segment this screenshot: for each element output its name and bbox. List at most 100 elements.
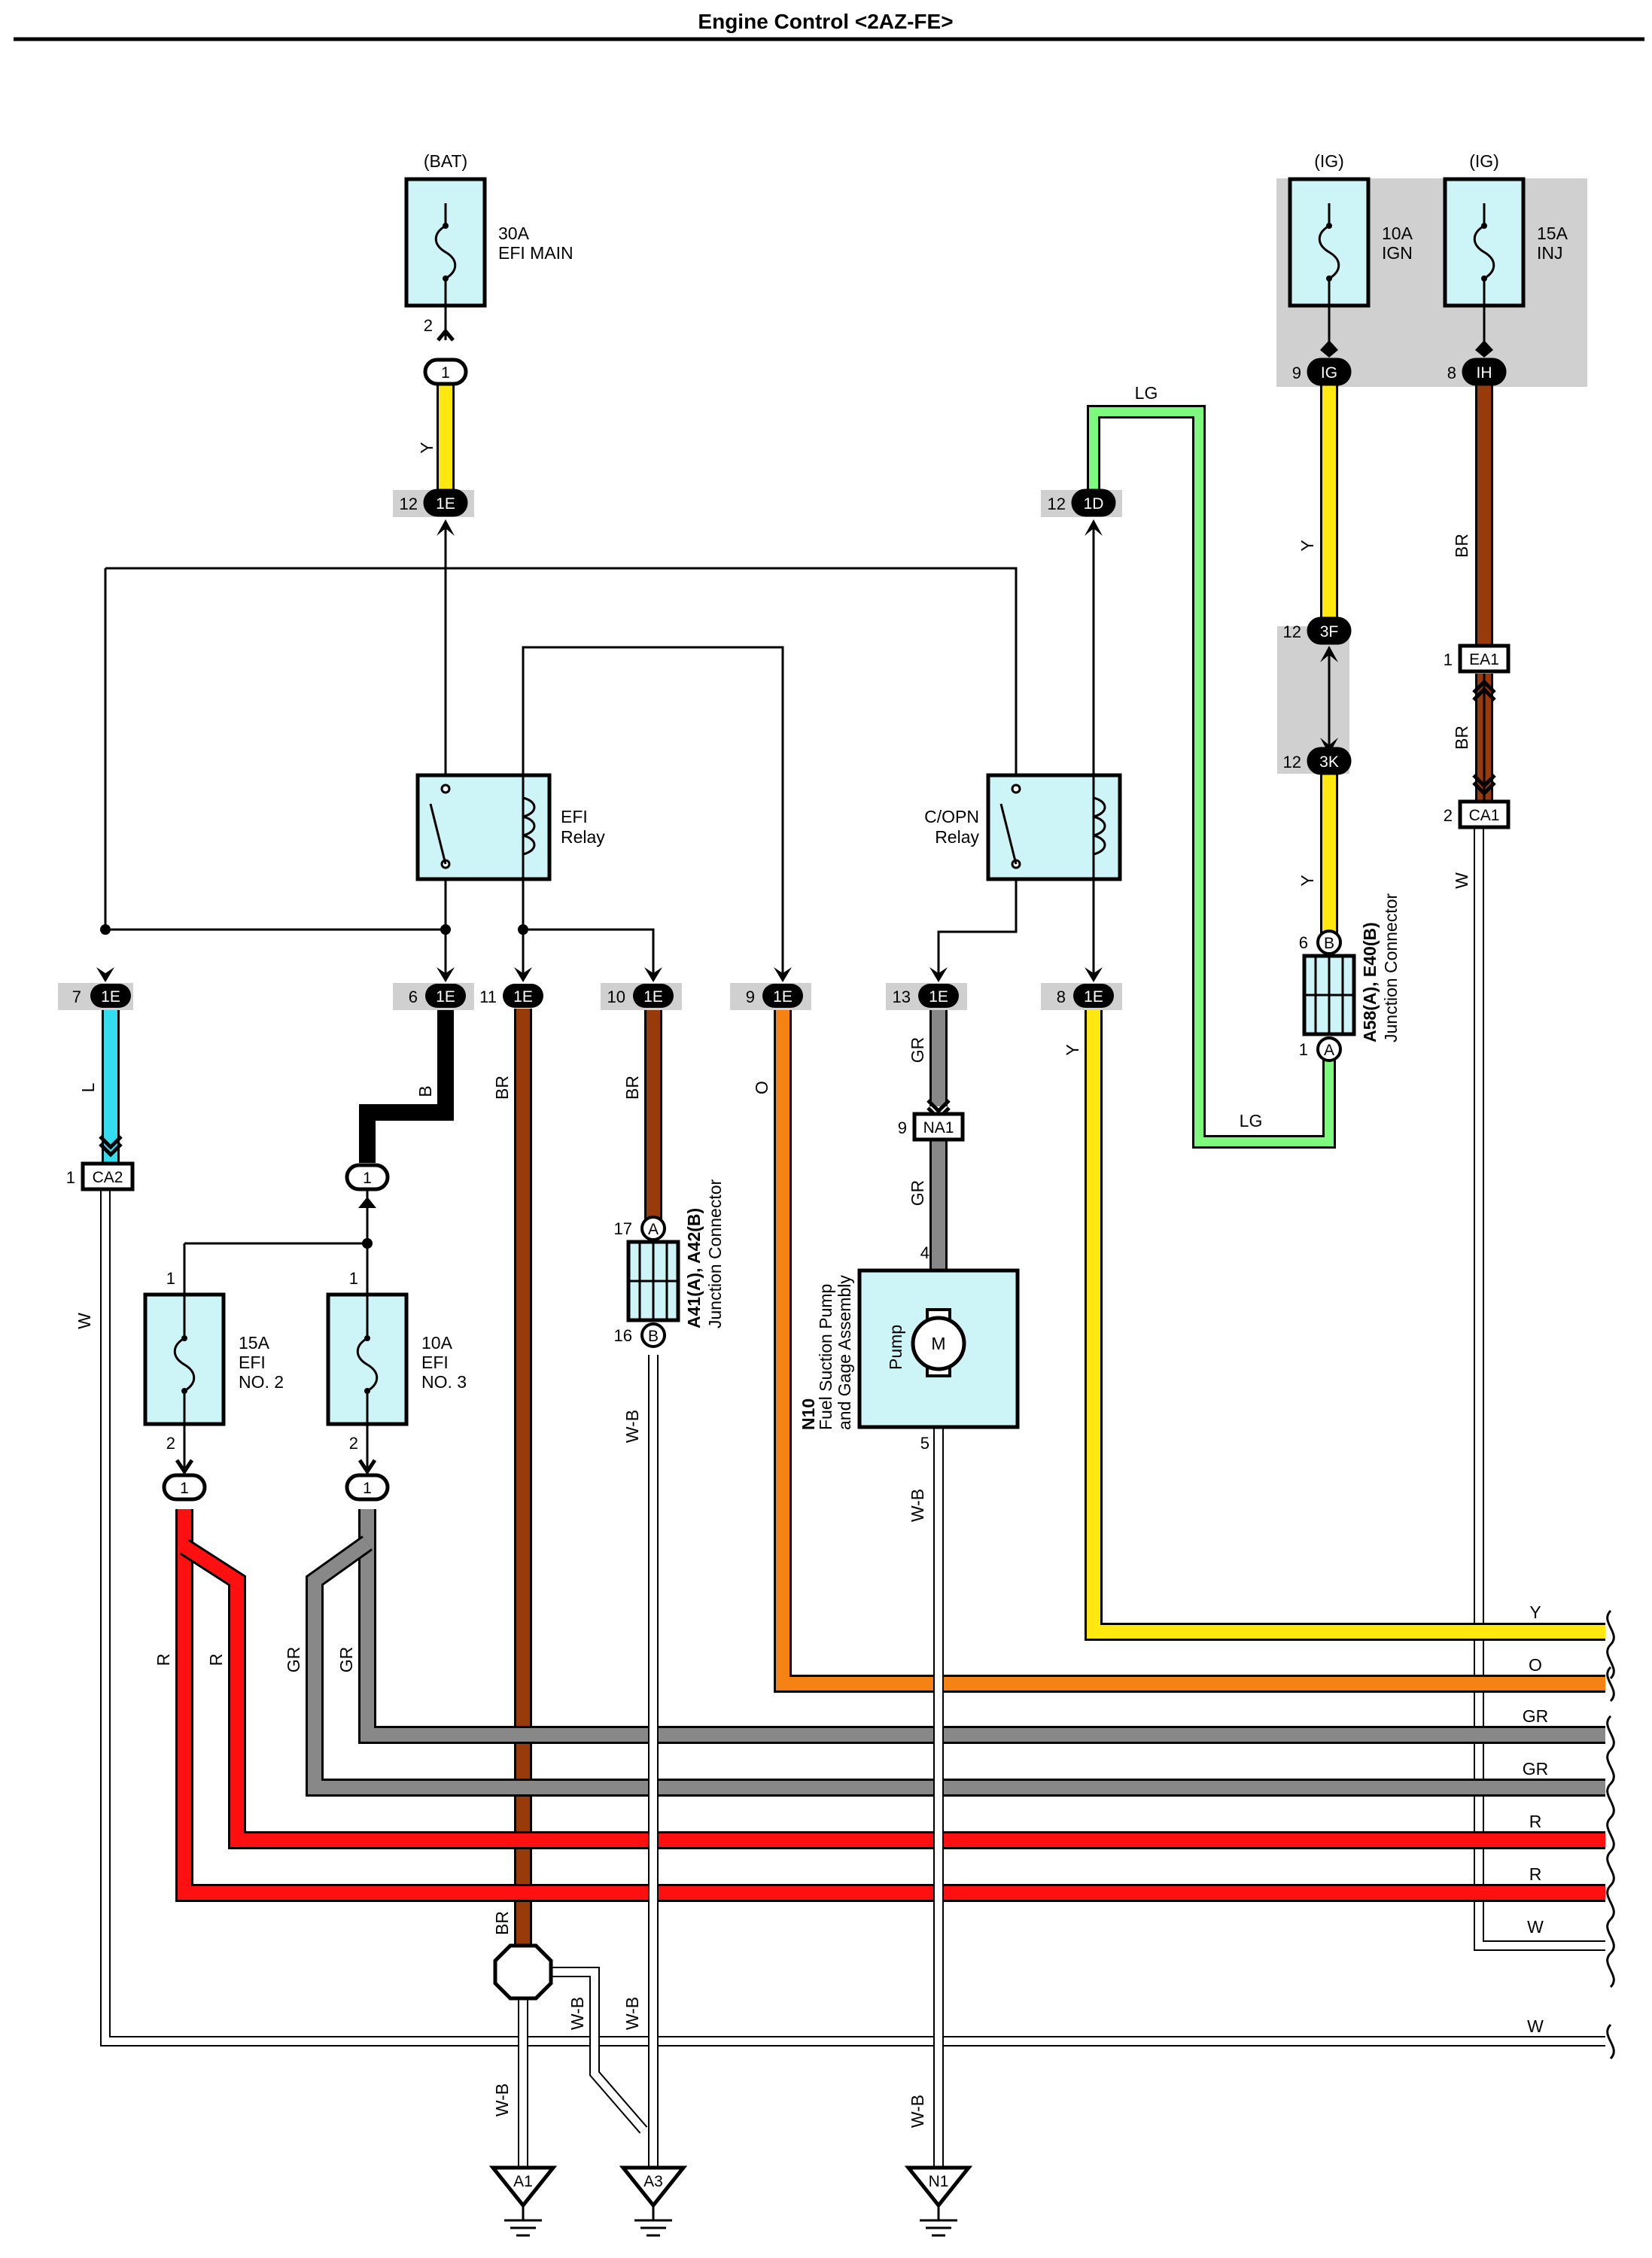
svg-text:EFI: EFI	[239, 1353, 266, 1372]
svg-text:Junction Connector: Junction Connector	[1381, 893, 1401, 1042]
svg-text:A58(A), E40(B): A58(A), E40(B)	[1360, 922, 1380, 1042]
relay-efi: EFI Relay	[415, 773, 605, 881]
wire-r-left	[178, 1509, 1605, 1900]
svg-text:Y: Y	[1298, 540, 1317, 551]
svg-text:IH: IH	[1477, 364, 1492, 382]
svg-text:4: 4	[920, 1243, 929, 1262]
wire-w-ca2	[102, 1188, 1605, 2045]
svg-text:8: 8	[1447, 364, 1456, 382]
connector-1e-6: 1E 6	[393, 967, 474, 1010]
svg-text:1E: 1E	[1084, 988, 1103, 1006]
svg-text:2: 2	[1444, 806, 1453, 825]
svg-text:A: A	[1324, 1042, 1334, 1059]
wire-wb-joint-branch	[546, 1968, 647, 2133]
fuse-inj: 15A INJ	[1443, 177, 1568, 354]
wire-labels: Y LG LG Y Y BR BR W L B BR BR O GR Y GR …	[75, 383, 1471, 2128]
svg-text:CA2: CA2	[93, 1169, 123, 1186]
svg-text:W: W	[75, 1313, 94, 1329]
junction-connector-a41: A 17 B 16 A41(A), A42(B) Junction Connec…	[614, 1179, 725, 1348]
svg-text:1: 1	[66, 1168, 75, 1187]
connector-1e-13: 1E 13	[886, 967, 967, 1010]
svg-text:9: 9	[898, 1118, 907, 1137]
svg-text:1: 1	[1299, 1040, 1308, 1059]
connector-efi2-out: 1	[162, 1459, 207, 1502]
svg-text:IG: IG	[1321, 364, 1337, 382]
svg-text:W-B: W-B	[567, 1997, 587, 2030]
wire-gr-right	[361, 1509, 1605, 1742]
svg-text:O: O	[1529, 1655, 1542, 1675]
wire-y-8	[1087, 1009, 1605, 1639]
svg-text:10: 10	[607, 987, 625, 1006]
svg-text:10A: 10A	[1382, 224, 1413, 243]
connector-ih-8: IH 8	[1447, 340, 1507, 386]
ground-joint	[493, 1943, 553, 2001]
control-wires	[104, 522, 1486, 1468]
svg-text:1: 1	[1444, 650, 1453, 669]
connector-1e-8: 1E 8	[1041, 967, 1122, 1010]
connector-1d-12: 1D 12	[1041, 488, 1122, 536]
svg-text:5: 5	[920, 1434, 929, 1453]
fuel-pump-assembly: M Pump 4 5 N10 Fuel Suction Pump and Gag…	[799, 1243, 1020, 1453]
svg-text:2: 2	[166, 1434, 175, 1453]
svg-text:W: W	[1527, 1917, 1544, 1937]
wires	[100, 305, 1605, 2168]
fuse-efi-no2: 15A EFI NO. 2 1 2	[143, 1269, 284, 1453]
svg-text:W-B: W-B	[622, 1997, 642, 2030]
connector-1e-10: 1E 10	[601, 967, 682, 1010]
svg-text:A: A	[648, 1221, 659, 1238]
power-label-ig-inj: (IG)	[1469, 151, 1499, 171]
svg-text:9: 9	[746, 987, 755, 1006]
svg-text:LG: LG	[1240, 1111, 1263, 1131]
connector-1e-12: 1E 12	[393, 488, 474, 536]
svg-text:12: 12	[1283, 622, 1301, 641]
svg-text:1: 1	[363, 1480, 372, 1497]
svg-text:CA1: CA1	[1469, 807, 1500, 824]
svg-text:Y: Y	[1063, 1044, 1082, 1055]
svg-text:W: W	[1452, 872, 1471, 889]
connector-3k-12: 3K 12	[1283, 738, 1352, 775]
ground-a1: A1	[488, 2165, 558, 2237]
connector-ea1-1: EA1 1	[1444, 644, 1511, 701]
svg-text:C/OPN: C/OPN	[924, 807, 979, 826]
svg-text:B: B	[648, 1328, 659, 1345]
svg-text:L: L	[78, 1082, 98, 1092]
motor-icon	[911, 1316, 966, 1371]
svg-text:A3: A3	[643, 2173, 663, 2190]
svg-text:6: 6	[1299, 933, 1308, 952]
svg-text:2: 2	[349, 1434, 358, 1453]
svg-text:1: 1	[363, 1170, 372, 1187]
power-label-bat: (BAT)	[424, 151, 467, 171]
svg-text:IGN: IGN	[1382, 243, 1413, 263]
svg-text:BR: BR	[492, 1911, 512, 1935]
svg-text:NO. 2: NO. 2	[239, 1372, 284, 1392]
svg-text:Relay: Relay	[935, 827, 979, 847]
svg-text:6: 6	[409, 987, 418, 1006]
svg-text:GR: GR	[908, 1037, 927, 1064]
bus-break-marks	[1606, 1609, 1615, 2060]
ground-n1: N1	[904, 2165, 973, 2237]
svg-text:1E: 1E	[436, 988, 455, 1006]
svg-text:GR: GR	[1523, 1706, 1549, 1726]
fuse-efi-no3: 10A EFI NO. 3 1 2	[326, 1269, 467, 1453]
svg-text:B: B	[415, 1085, 435, 1097]
connector-na1-9: NA1 9	[898, 1099, 965, 1142]
svg-text:11: 11	[479, 987, 497, 1006]
ground-a3: A3	[619, 2165, 688, 2237]
svg-text:1E: 1E	[643, 988, 663, 1006]
svg-text:30A: 30A	[498, 224, 530, 243]
svg-text:INJ: INJ	[1537, 243, 1563, 263]
wire-b	[359, 1009, 454, 1163]
svg-text:W-B: W-B	[908, 2095, 927, 2128]
svg-text:13: 13	[893, 987, 911, 1006]
svg-text:1E: 1E	[929, 988, 948, 1006]
svg-text:15A: 15A	[1537, 224, 1568, 243]
svg-text:M: M	[931, 1334, 945, 1353]
wire-o	[776, 1009, 1605, 1690]
svg-text:R: R	[154, 1654, 173, 1666]
svg-text:17: 17	[614, 1219, 632, 1238]
svg-text:BR: BR	[1452, 726, 1471, 750]
connector-ca2-1: CA2 1	[66, 1135, 135, 1191]
svg-text:2: 2	[424, 316, 433, 335]
svg-text:EFI: EFI	[421, 1353, 449, 1372]
svg-text:16: 16	[614, 1326, 632, 1345]
